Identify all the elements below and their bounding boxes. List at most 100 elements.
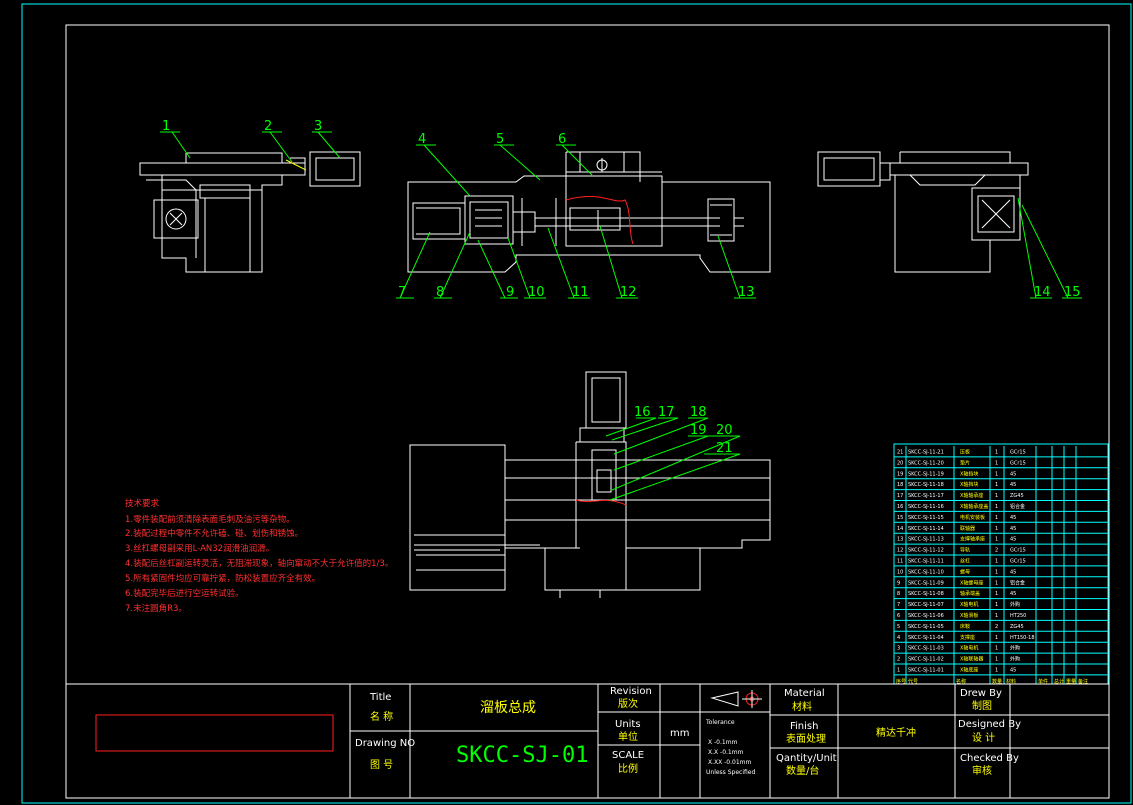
bom-cell: SKCC-SJ-11-02 (908, 657, 944, 663)
drawing-no-label-en: Drawing NO (355, 738, 415, 749)
title-block: Title 名 称 溜板总成 Drawing NO 图 号 SKCC-SJ-01… (65, 683, 1110, 799)
bom-cell: 7 (897, 602, 900, 608)
balloon-16: 16 (634, 405, 651, 420)
revision-label-cn: 版次 (618, 697, 638, 710)
bom-cell: 1 (897, 668, 900, 674)
tolerance-title: Tolerance (705, 719, 735, 726)
bom-cell: 10 (897, 569, 903, 575)
bom-cell: SKCC-SJ-11-12 (908, 548, 944, 554)
bom-cell: 铝合金 (1010, 579, 1025, 586)
bom-cell: 45 (1010, 526, 1016, 532)
scale-label-en: SCALE (612, 750, 644, 761)
drawing-number: SKCC-SJ-01 (456, 743, 588, 768)
bom-cell: 1 (995, 657, 998, 663)
balloon-8: 8 (436, 285, 444, 300)
leader-lines (160, 131, 1082, 501)
front-view (407, 151, 771, 273)
bom-cell: SKCC-SJ-11-17 (908, 493, 944, 499)
bom-cell: SKCC-SJ-11-04 (908, 635, 944, 641)
section-view (409, 371, 771, 598)
bom-cell: 45 (1010, 569, 1016, 575)
bom-cell: 3 (897, 646, 900, 652)
balloon-7: 7 (398, 285, 406, 300)
designed-by-label-en: Designed By (958, 719, 1021, 730)
finish-label-cn: 表面处理 (786, 732, 826, 745)
bom-cell: SKCC-SJ-11-11 (908, 559, 944, 565)
balloon-labels: 1 2 3 4 5 6 7 8 9 10 11 12 13 14 15 16 1… (162, 119, 1081, 456)
units-label-en: Units (615, 719, 641, 730)
bom-cell: SKCC-SJ-11-07 (908, 602, 944, 608)
bom-cell: SKCC-SJ-11-09 (908, 580, 944, 586)
bom-cell: 2 (995, 548, 998, 554)
bom-cell: 1 (995, 569, 998, 575)
note-line: 7.未注圆角R3。 (125, 603, 187, 614)
balloon-20: 20 (716, 423, 733, 438)
bom-cell: 2 (995, 624, 998, 630)
bom-cell: 1 (995, 602, 998, 608)
scale-label-cn: 比例 (618, 762, 638, 775)
bom-cell: 14 (897, 526, 903, 532)
tolerance-line: X.XX -0.01mm (708, 759, 752, 766)
bom-cell: 压板 (960, 449, 970, 456)
bom-cell: SKCC-SJ-11-01 (908, 668, 944, 674)
material-label-cn: 材料 (792, 700, 812, 713)
bom-cell: 1 (995, 537, 998, 543)
bom-cell: SKCC-SJ-11-06 (908, 613, 944, 619)
bom-cell: GCr15 (1010, 548, 1026, 554)
balloon-14: 14 (1034, 285, 1051, 300)
outer-frame (21, 3, 1132, 804)
company-name: 精达千冲 (876, 726, 916, 739)
bom-cell: 支撑轴承座 (960, 536, 985, 543)
bom-cell: 45 (1010, 471, 1016, 477)
bom-header-cell: 重量 (1066, 678, 1076, 685)
bom-cell: 1 (995, 580, 998, 586)
bom-cell: ZG45 (1010, 624, 1024, 630)
balloon-21: 21 (716, 441, 733, 456)
bom-cell: 1 (995, 635, 998, 641)
bom-cell: 11 (897, 559, 903, 565)
bom-header-cell: 单件 (1038, 678, 1048, 685)
right-side-view (817, 151, 1029, 273)
bom-cell: GCr15 (1010, 450, 1026, 456)
bom-cell: X轴螺母座 (960, 579, 983, 586)
bom-cell: 1 (995, 515, 998, 521)
drew-by-label-en: Drew By (960, 688, 1002, 699)
bom-cell: X轴电机 (960, 645, 978, 652)
bom-cell: X轴联轴器 (960, 656, 983, 663)
bom-cell: 17 (897, 493, 903, 499)
title-label-cn: 名 称 (370, 710, 393, 723)
balloon-5: 5 (496, 132, 504, 147)
title-label-en: Title (369, 692, 391, 703)
balloon-19: 19 (690, 423, 707, 438)
balloon-10: 10 (528, 285, 545, 300)
bom-cell: SKCC-SJ-11-03 (908, 646, 944, 652)
note-line: 6.装配完毕后进行空运转试验。 (125, 588, 244, 599)
drawing-title: 溜板总成 (480, 700, 536, 716)
bom-cell: SKCC-SJ-11-14 (908, 526, 944, 532)
notes-title: 技术要求 (125, 498, 160, 509)
bom-cell: 13 (897, 537, 903, 543)
balloon-17: 17 (658, 405, 675, 420)
bom-cell: 19 (897, 471, 903, 477)
bom-cell: GCr15 (1010, 559, 1026, 565)
bom-cell: HT250 (1010, 613, 1026, 619)
material-label-en: Material (784, 688, 825, 699)
units-label-cn: 单位 (618, 730, 638, 743)
tolerance-line: X -0.1mm (708, 739, 738, 746)
left-side-view (139, 151, 361, 273)
bom-cell: 床鞍 (960, 623, 970, 630)
bom-header-cell: 总计 (1054, 678, 1064, 685)
drawing-no-label-cn: 图 号 (370, 759, 393, 771)
bom-cell: ZG45 (1010, 493, 1024, 499)
bom-cell: 1 (995, 526, 998, 532)
bom-cell: 1 (995, 471, 998, 477)
bom-cell: 18 (897, 482, 903, 488)
bom-cell: 外购 (1010, 645, 1020, 652)
bom-cell: 1 (995, 668, 998, 674)
bom-cell: X轴底座 (960, 667, 978, 674)
bom-cell: 支撑座 (960, 634, 975, 641)
note-line: 5.所有紧固件均应可靠拧紧，防松装置应齐全有效。 (125, 573, 320, 584)
tolerance-line: X.X -0.1mm (708, 749, 744, 756)
balloon-11: 11 (572, 285, 589, 300)
bom-cell: X轴轴承座 (960, 492, 983, 499)
